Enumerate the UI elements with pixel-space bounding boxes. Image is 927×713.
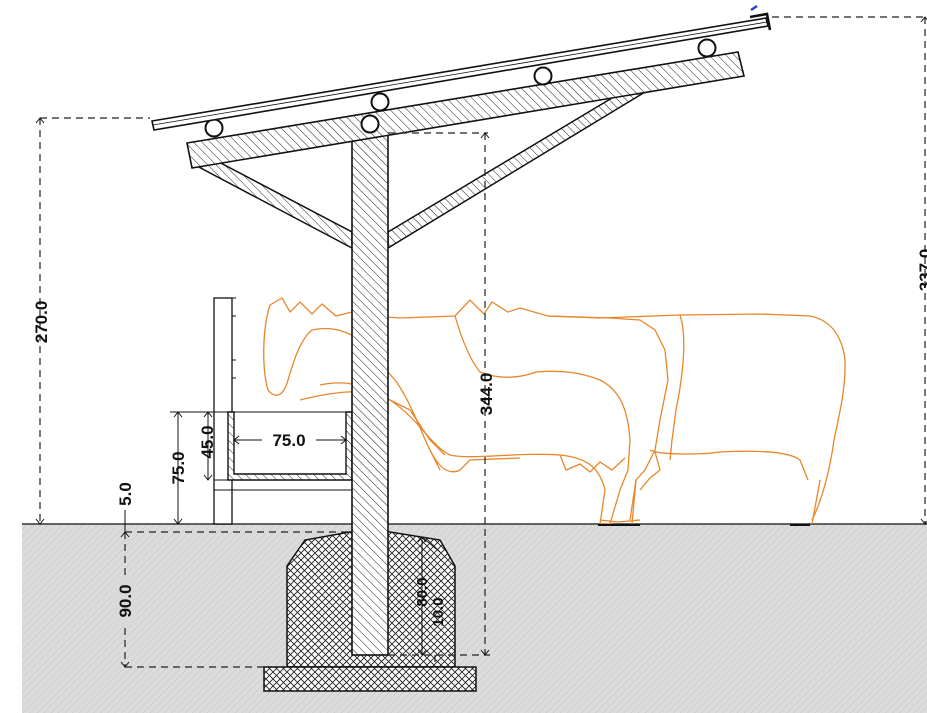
foundation-base-plate xyxy=(263,666,477,692)
purlins xyxy=(204,38,717,138)
roof-panel xyxy=(151,5,772,131)
dim-footing-offset: 10.0 xyxy=(430,597,447,626)
cow-outlines xyxy=(263,297,846,526)
dim-post-height: 344.0 xyxy=(477,373,496,416)
main-post xyxy=(351,134,389,656)
dim-footing-height: 80.0 xyxy=(414,577,431,606)
dim-canopy-high-height: 337.0 xyxy=(916,249,927,292)
dim-floor-step: 5.0 xyxy=(116,482,135,506)
dim-canopy-low-height: 270.0 xyxy=(32,301,51,344)
dim-trough-width: 75.0 xyxy=(272,431,305,450)
left-brace xyxy=(192,159,353,250)
feed-trough xyxy=(227,411,353,481)
rafter-beam xyxy=(186,51,745,169)
blue-marker xyxy=(750,5,758,11)
dim-foundation-depth: 90.0 xyxy=(116,584,135,617)
feed-barrier xyxy=(213,297,352,525)
dim-trough-wall-height: 75.0 xyxy=(169,451,188,484)
dim-trough-depth: 45.0 xyxy=(198,425,217,458)
dimension-lines xyxy=(35,16,927,668)
